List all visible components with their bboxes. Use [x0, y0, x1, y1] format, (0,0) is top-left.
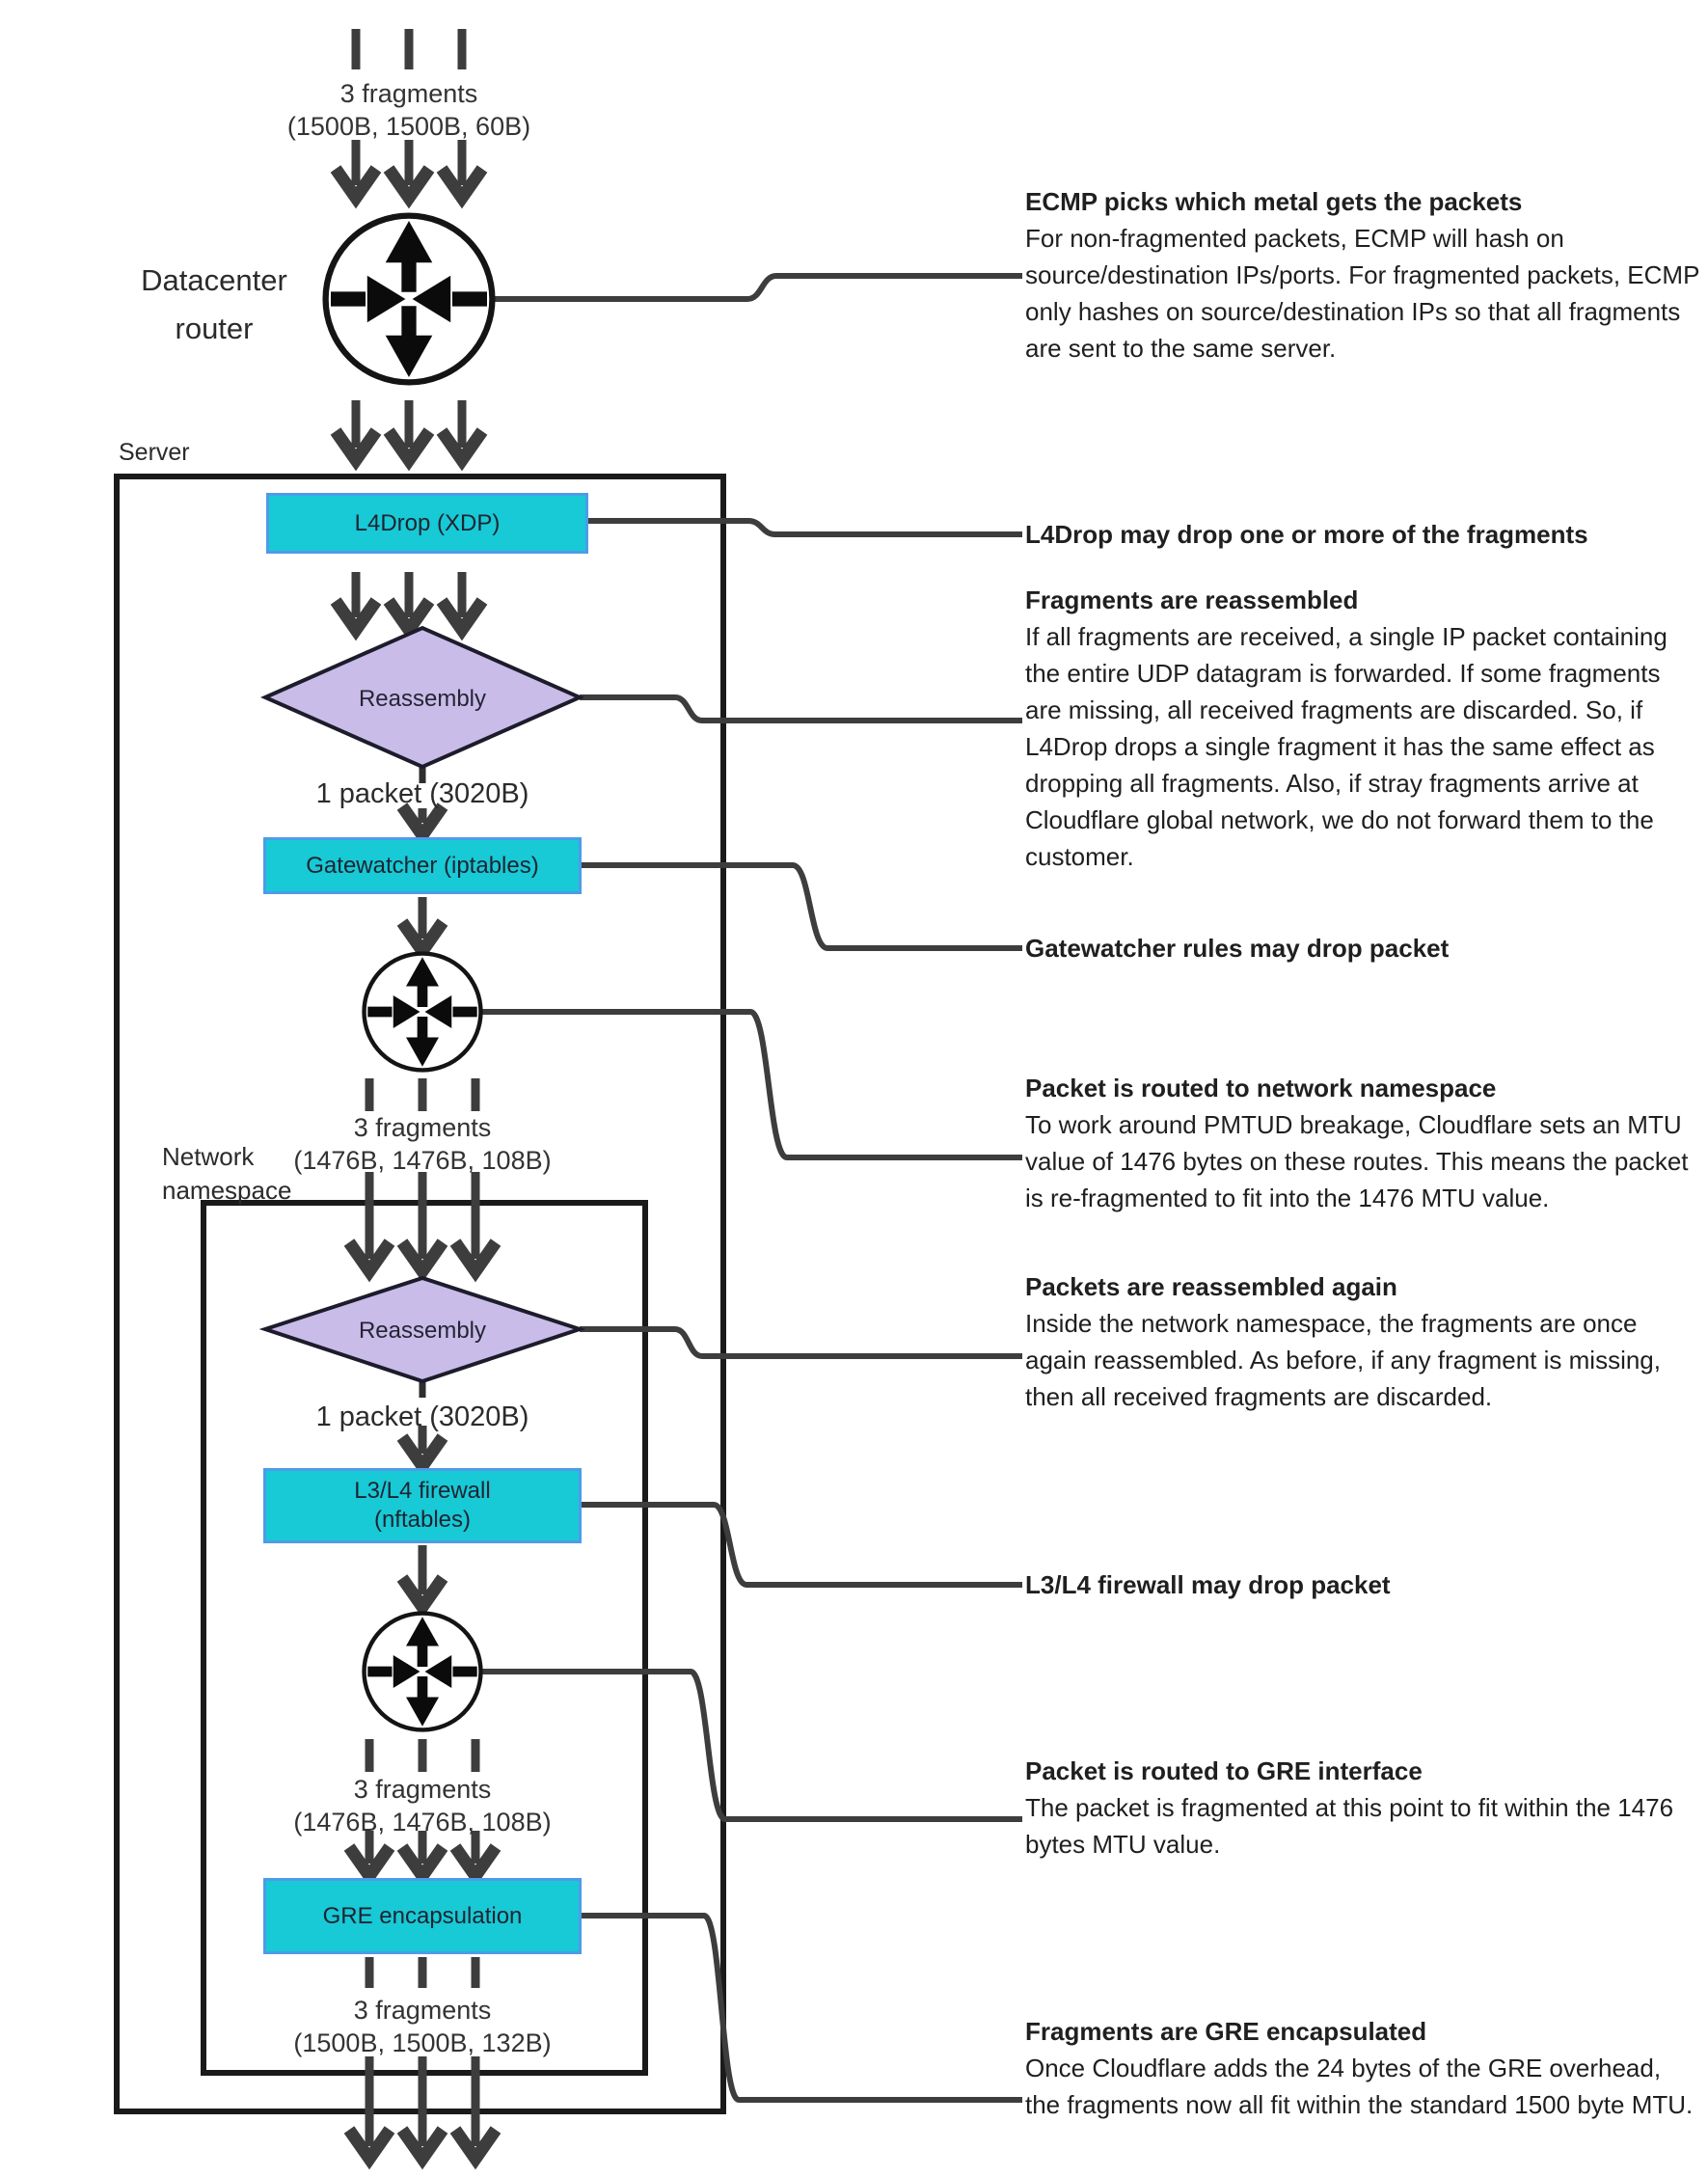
- gatewatcher-node: Gatewatcher (iptables): [263, 837, 582, 894]
- reassembly2-label: Reassembly: [358, 1318, 487, 1344]
- gatewatcher-label: Gatewatcher (iptables): [306, 852, 539, 879]
- annotation-body: Inside the network namespace, the fragme…: [1025, 1309, 1661, 1411]
- reassembly-diamond-2: [258, 1275, 586, 1384]
- annotation-l4drop: L4Drop may drop one or more of the fragm…: [1025, 516, 1700, 553]
- annotation-body: To work around PMTUD breakage, Cloudflar…: [1025, 1110, 1689, 1212]
- annotation-title: Fragments are reassembled: [1025, 585, 1359, 614]
- l3l4-firewall-node: L3/L4 firewall (nftables): [263, 1468, 582, 1543]
- annotation-reassembled: Fragments are reassembled If all fragmen…: [1025, 582, 1700, 875]
- bottom-fragments-sizes: (1500B, 1500B, 132B): [293, 2028, 552, 2057]
- annotation-title: ECMP picks which metal gets the packets: [1025, 187, 1523, 216]
- annotation-body: If all fragments are received, a single …: [1025, 622, 1667, 871]
- mid-fragments-sizes: (1476B, 1476B, 108B): [293, 1146, 552, 1175]
- router-icon-namespace: [365, 1614, 481, 1730]
- l3l4-firewall-label-line2: (nftables): [373, 1507, 472, 1533]
- annotation-title: L3/L4 firewall may drop packet: [1025, 1570, 1391, 1599]
- top-fragments-label: 3 fragments (1500B, 1500B, 60B): [235, 77, 583, 143]
- mid-fragments-label: 3 fragments (1476B, 1476B, 108B): [249, 1111, 596, 1177]
- annotation-routed-namespace: Packet is routed to network namespace To…: [1025, 1070, 1700, 1216]
- annotation-title: Gatewatcher rules may drop packet: [1025, 934, 1450, 963]
- top-fragments-sizes: (1500B, 1500B, 60B): [286, 112, 531, 141]
- annotation-gre-encapsulated: Fragments are GRE encapsulated Once Clou…: [1025, 2013, 1700, 2123]
- network-namespace-label: Network namespace: [162, 1142, 292, 1205]
- gre-encapsulation-label: GRE encapsulation: [322, 1902, 523, 1929]
- fragment-ticks: [351, 29, 480, 1988]
- annotation-l3l4-firewall: L3/L4 firewall may drop packet: [1025, 1566, 1700, 1603]
- annotation-reassembled-again: Packets are reassembled again Inside the…: [1025, 1268, 1700, 1415]
- annotation-gre-interface: Packet is routed to GRE interface The pa…: [1025, 1753, 1700, 1863]
- gre-fragments-label: 3 fragments (1476B, 1476B, 108B): [249, 1773, 596, 1838]
- reassembly-diamond-1: [260, 625, 584, 770]
- l4drop-label: L4Drop (XDP): [354, 509, 501, 536]
- annotation-title: Packet is routed to GRE interface: [1025, 1756, 1423, 1785]
- l4drop-node: L4Drop (XDP): [266, 493, 588, 554]
- top-fragments-count: 3 fragments: [339, 79, 478, 108]
- annotation-body: For non-fragmented packets, ECMP will ha…: [1025, 224, 1699, 363]
- mid-fragments-count: 3 fragments: [353, 1113, 492, 1142]
- bottom-fragments-count: 3 fragments: [353, 1996, 492, 2025]
- l3l4-firewall-label-line1: L3/L4 firewall: [354, 1478, 491, 1504]
- annotation-body: Once Cloudflare adds the 24 bytes of the…: [1025, 2054, 1694, 2119]
- gre-encapsulation-node: GRE encapsulation: [263, 1878, 582, 1954]
- flow-arrows: [330, 140, 502, 2170]
- annotation-title: Packet is routed to network namespace: [1025, 1074, 1497, 1102]
- router-icon-server: [365, 954, 481, 1071]
- packet1-label: 1 packet (3020B): [315, 778, 529, 809]
- bottom-fragments-label: 3 fragments (1500B, 1500B, 132B): [249, 1994, 596, 2059]
- annotation-title: L4Drop may drop one or more of the fragm…: [1025, 520, 1588, 549]
- annotation-title: Fragments are GRE encapsulated: [1025, 2017, 1427, 2046]
- annotation-connectors: [480, 273, 1022, 2103]
- datacenter-router-label: Datacenter router: [141, 263, 287, 345]
- annotation-title: Packets are reassembled again: [1025, 1272, 1397, 1301]
- packet2-label: 1 packet (3020B): [315, 1401, 529, 1432]
- server-label: Server: [119, 439, 190, 466]
- reassembly1-label: Reassembly: [358, 686, 487, 712]
- router-icon-datacenter: [326, 216, 493, 383]
- gre-fragments-count: 3 fragments: [353, 1775, 492, 1804]
- annotation-body: The packet is fragmented at this point t…: [1025, 1793, 1674, 1859]
- gre-fragments-sizes: (1476B, 1476B, 108B): [293, 1808, 552, 1837]
- annotation-ecmp: ECMP picks which metal gets the packets …: [1025, 183, 1700, 367]
- annotation-gatewatcher: Gatewatcher rules may drop packet: [1025, 930, 1700, 966]
